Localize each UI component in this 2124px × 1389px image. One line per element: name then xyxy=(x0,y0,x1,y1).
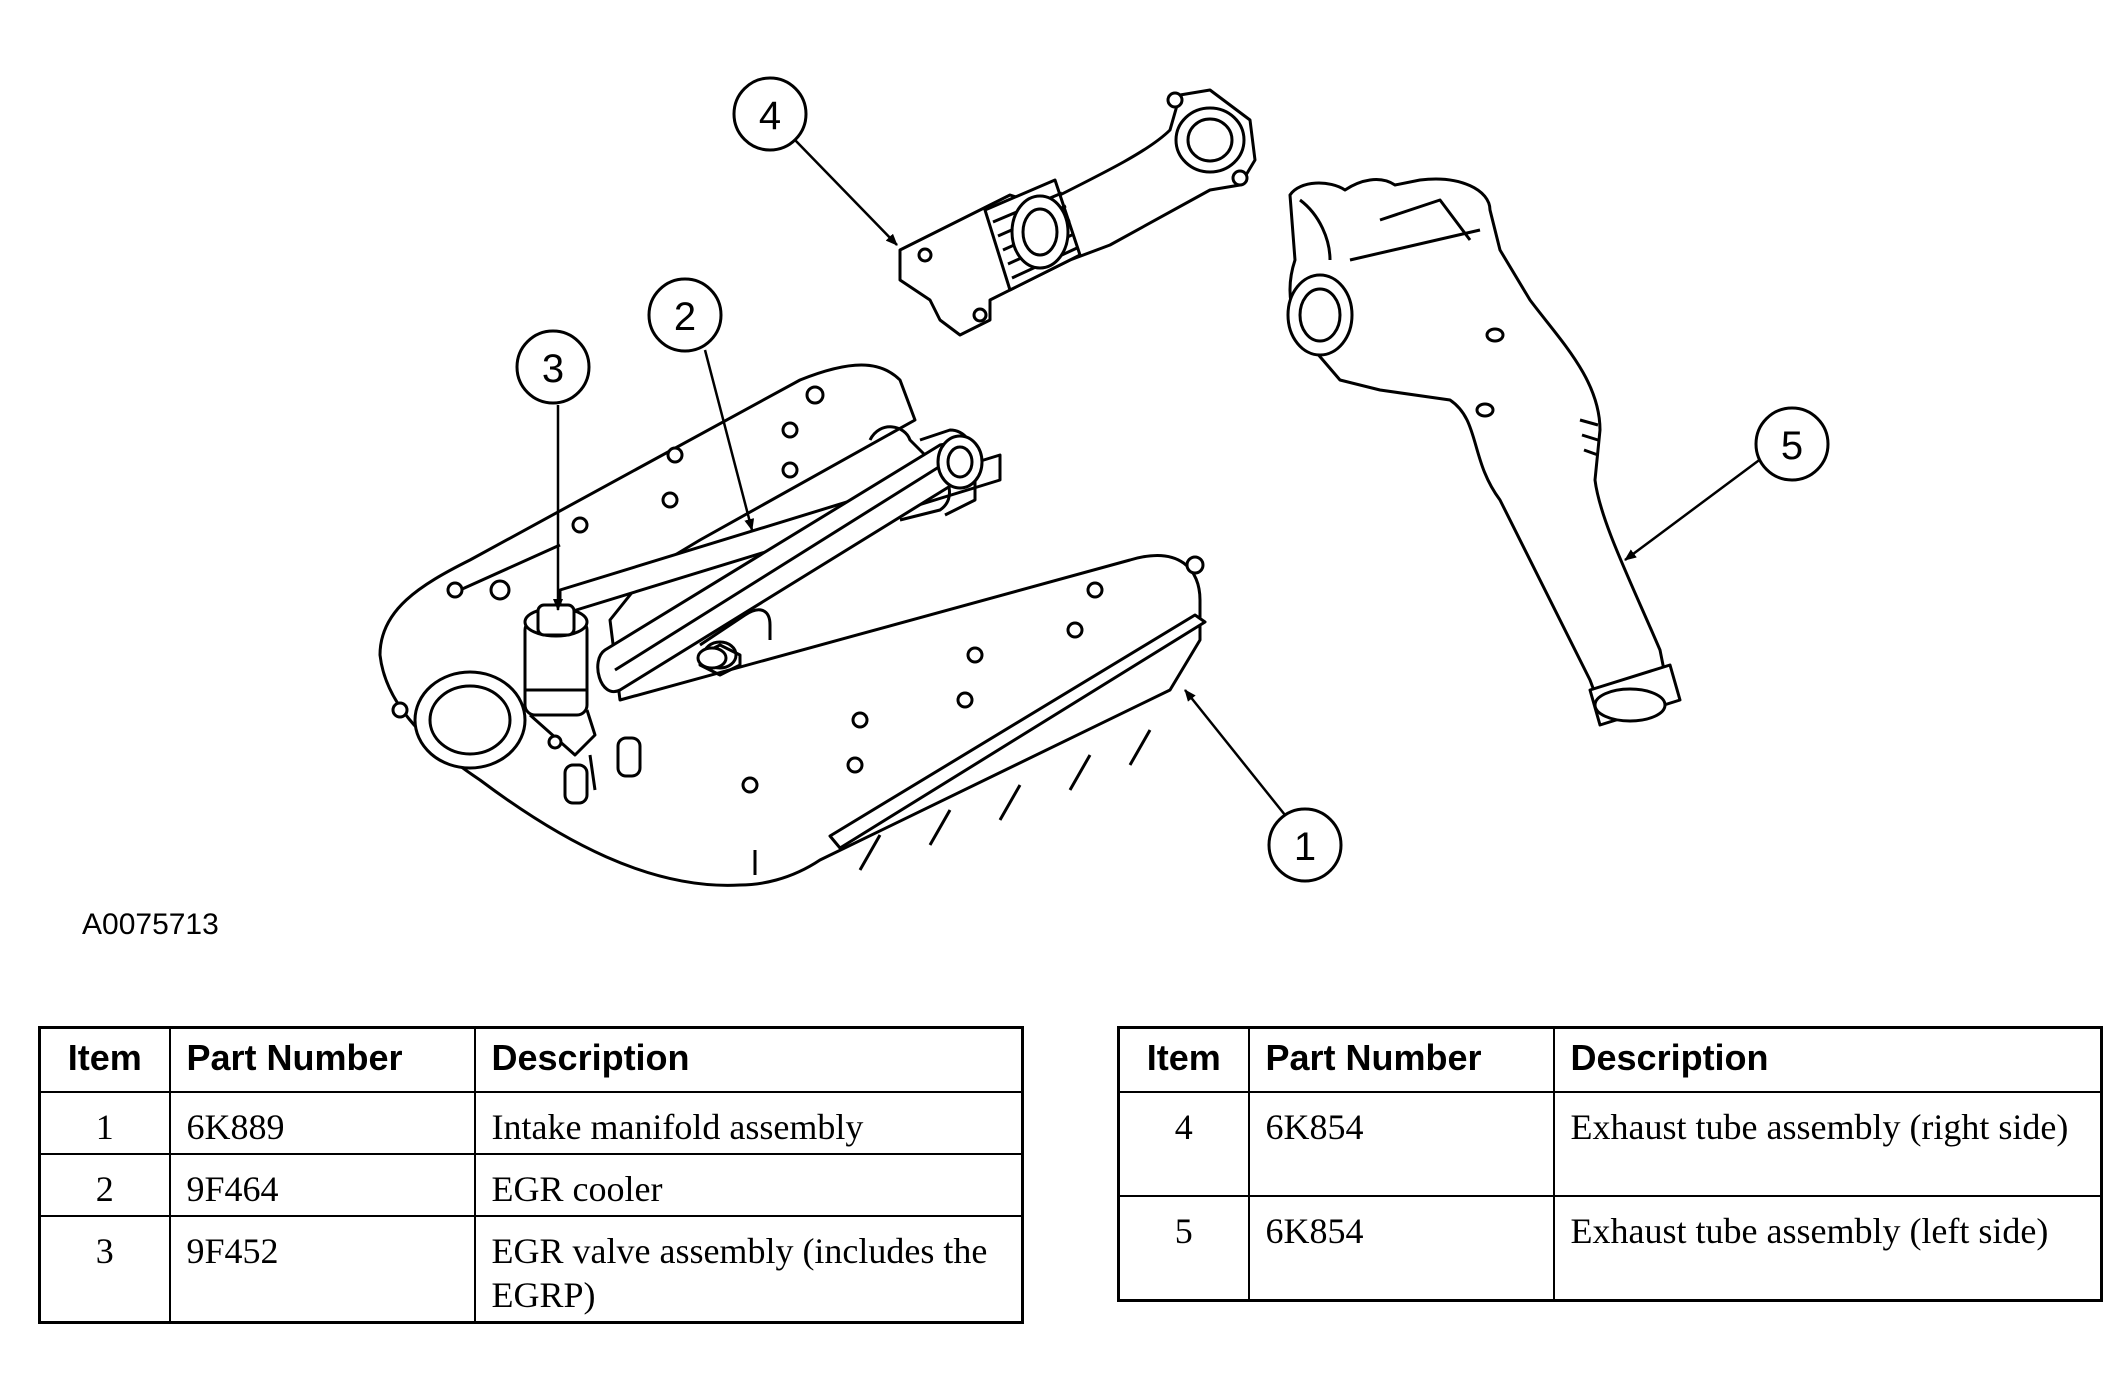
description-cell: EGR cooler xyxy=(473,1153,1024,1217)
table-row: 2 9F464 EGR cooler xyxy=(38,1153,1024,1217)
column-header-item: Item xyxy=(38,1026,171,1093)
item-cell: 2 xyxy=(38,1153,171,1217)
parts-table-right: Item Part Number Description 4 6K854 Exh… xyxy=(1117,1026,2103,1302)
column-header-part-number: Part Number xyxy=(168,1026,476,1093)
intake-manifold-drawing xyxy=(378,363,1207,887)
callout-5: 5 xyxy=(1754,406,1830,482)
exhaust-tube-left-drawing xyxy=(1286,177,1682,727)
callout-4-label: 4 xyxy=(759,94,781,138)
table-row: 1 6K889 Intake manifold assembly xyxy=(38,1091,1024,1155)
callout-2-label: 2 xyxy=(674,295,696,339)
leader-line-4 xyxy=(794,139,898,246)
column-header-description: Description xyxy=(473,1026,1024,1093)
parts-table-left: Item Part Number Description 1 6K889 Int… xyxy=(38,1026,1024,1324)
description-cell: Intake manifold assembly xyxy=(473,1091,1024,1155)
description-cell: Exhaust tube assembly (right side) xyxy=(1552,1091,2103,1197)
leader-line-2 xyxy=(703,349,755,531)
leader-lines xyxy=(553,139,1763,816)
description-cell: Exhaust tube assembly (left side) xyxy=(1552,1195,2103,1301)
callout-2: 2 xyxy=(647,277,723,353)
exhaust-tube-right-drawing xyxy=(898,88,1257,337)
column-header-part-number: Part Number xyxy=(1247,1026,1555,1093)
table-row: 3 9F452 EGR valve assembly (includes the… xyxy=(38,1215,1024,1324)
callout-4: 4 xyxy=(732,76,808,152)
column-header-item: Item xyxy=(1117,1026,1250,1093)
callout-1-label: 1 xyxy=(1294,825,1316,869)
callout-3-label: 3 xyxy=(542,347,564,391)
description-cell: EGR valve assembly (includes the EGRP) xyxy=(473,1215,1024,1324)
part-number-cell: 6K854 xyxy=(1247,1195,1555,1301)
part-number-cell: 6K854 xyxy=(1247,1091,1555,1197)
leader-line-1 xyxy=(1184,689,1286,816)
table-header-row: Item Part Number Description xyxy=(38,1026,1024,1093)
callout-5-label: 5 xyxy=(1781,424,1803,468)
table-header-row: Item Part Number Description xyxy=(1117,1026,2103,1093)
part-number-cell: 6K889 xyxy=(168,1091,476,1155)
figure-id: A0075713 xyxy=(82,908,219,941)
egr-cooler-drawing xyxy=(596,434,984,694)
callout-3: 3 xyxy=(515,329,591,405)
table-row: 5 6K854 Exhaust tube assembly (left side… xyxy=(1117,1195,2103,1301)
part-number-cell: 9F452 xyxy=(168,1215,476,1324)
leader-line-5 xyxy=(1624,456,1763,562)
callout-1: 1 xyxy=(1267,807,1343,883)
table-row: 4 6K854 Exhaust tube assembly (right sid… xyxy=(1117,1091,2103,1197)
item-cell: 4 xyxy=(1117,1091,1250,1197)
item-cell: 5 xyxy=(1117,1195,1250,1301)
column-header-description: Description xyxy=(1552,1026,2103,1093)
part-number-cell: 9F464 xyxy=(168,1153,476,1217)
egr-valve-drawing xyxy=(523,603,597,757)
item-cell: 3 xyxy=(38,1215,171,1324)
item-cell: 1 xyxy=(38,1091,171,1155)
